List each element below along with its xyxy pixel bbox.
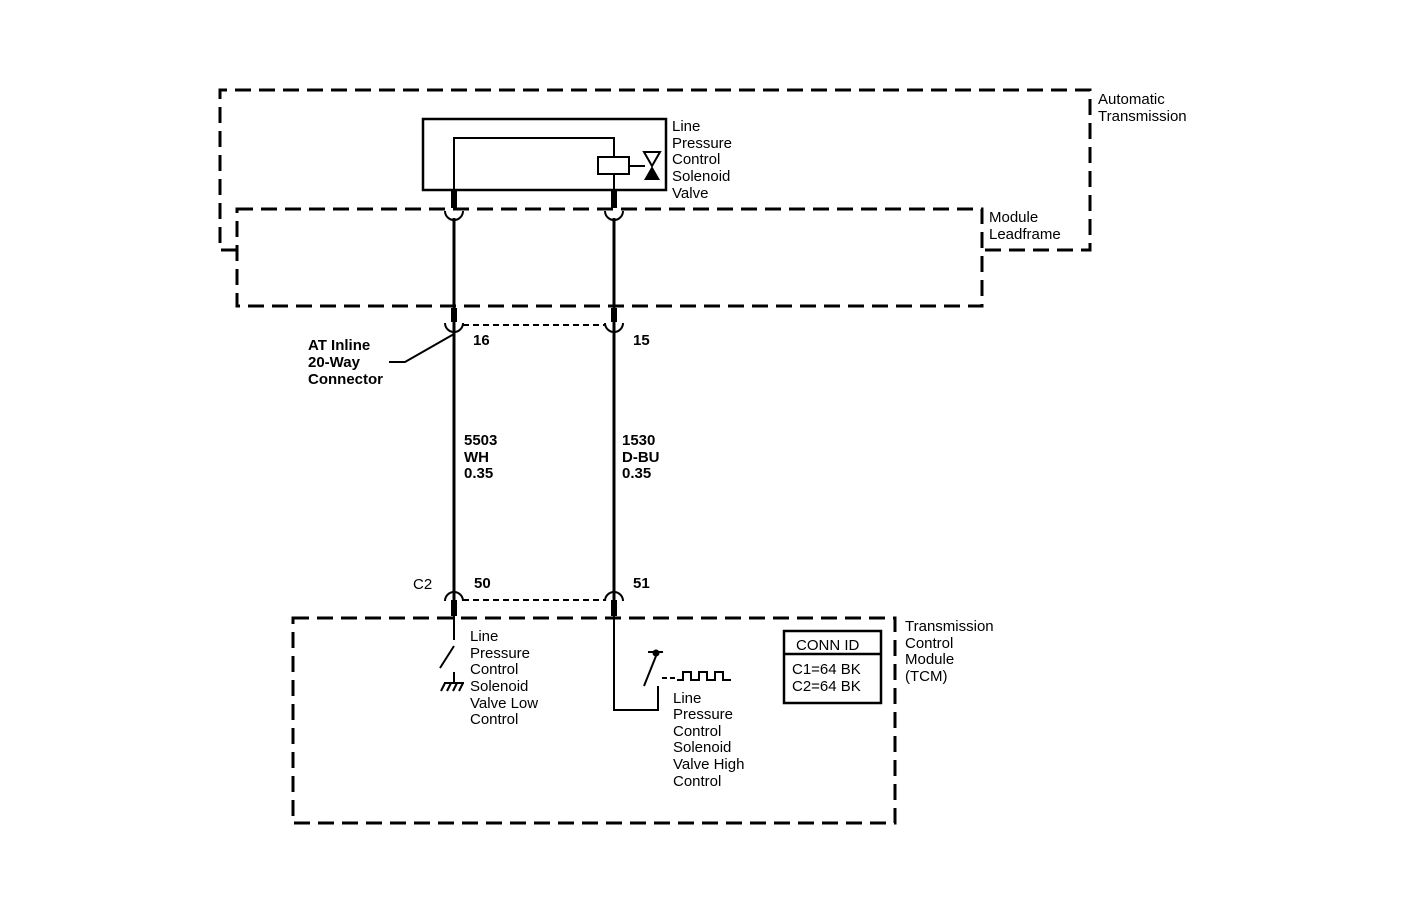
- inline-connector-label: AT Inline 20-Way Connector: [308, 337, 383, 388]
- module-leadframe-boundary: [235, 207, 984, 308]
- tcm-connector-c2: [444, 591, 624, 616]
- inline-pin-15: 15: [633, 332, 650, 349]
- conn-id-title: CONN ID: [796, 637, 860, 654]
- valve-symbol-icon: [642, 151, 662, 169]
- conn-id-table: CONN ID C1=64 BK C2=64 BK: [782, 629, 883, 705]
- automatic-transmission-boundary: [218, 88, 1092, 252]
- tcm-boundary: [291, 616, 897, 825]
- high-control-label: Line Pressure Control Solenoid Valve Hig…: [673, 690, 749, 790]
- wire-left-label: 5503 WH 0.35: [464, 432, 502, 482]
- module-leadframe-label: Module Leadframe: [989, 209, 1061, 243]
- pwm-signal-icon: [677, 671, 731, 681]
- solenoid-valve-label: Line Pressure Control Solenoid Valve: [672, 118, 736, 202]
- low-control-label: Line Pressure Control Solenoid Valve Low…: [470, 628, 542, 728]
- high-control-switch: [613, 616, 731, 711]
- inline-connector: [389, 308, 624, 363]
- inline-pin-16: 16: [473, 332, 490, 349]
- tcm-connector-name: C2: [413, 576, 432, 593]
- tcm-label: Transmission Control Module (TCM): [905, 618, 998, 685]
- ground-icon: [440, 682, 464, 692]
- solenoid-valve-component: [421, 117, 668, 193]
- tcm-pin-51: 51: [633, 575, 650, 592]
- automatic-transmission-label: Automatic Transmission: [1098, 91, 1187, 125]
- low-control-switch: [439, 616, 464, 692]
- conn-id-c1: C1=64 BK: [792, 661, 861, 678]
- wire-right-label: 1530 D-BU 0.35: [622, 432, 664, 482]
- tcm-pin-50: 50: [474, 575, 491, 592]
- conn-id-c2: C2=64 BK: [792, 678, 861, 695]
